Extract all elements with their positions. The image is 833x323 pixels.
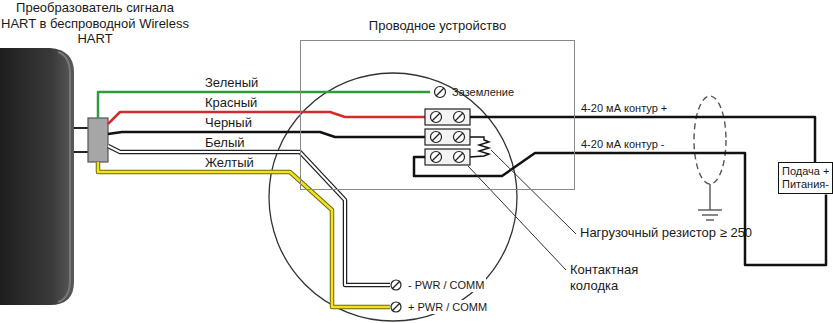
callout-label: Контактная колодка <box>570 262 662 294</box>
ground-screw <box>435 87 446 98</box>
resistor-symbol <box>470 137 489 157</box>
red-wire <box>108 112 428 124</box>
device-housing-circle <box>269 73 517 321</box>
loop-label: 4-20 мА контур + <box>579 101 669 115</box>
terminal-label: Заземление <box>452 85 514 99</box>
loop-wiring <box>414 117 575 176</box>
black-wire <box>108 132 428 137</box>
shield-ground <box>694 96 726 220</box>
wire-color-label: Желтый <box>205 156 254 170</box>
wire-color-label: Черный <box>205 116 252 130</box>
green-wire <box>98 92 430 118</box>
yellow-wire <box>98 162 390 307</box>
converter-device: Преобразователь сигнала HART в беспровод… <box>0 0 190 305</box>
wire-bundle <box>98 92 430 307</box>
wire-color-label: Зеленый <box>205 76 258 90</box>
loop-wire-connector <box>575 117 815 162</box>
node-title: Подача + Питания- <box>782 165 830 191</box>
callout-label: Нагрузочный резистор ≥ 250 <box>580 226 752 240</box>
node-title: Проводное устройство <box>300 18 575 34</box>
terminal-label: - PWR / COMM <box>406 278 486 292</box>
white-wire <box>108 146 390 285</box>
terminal-block <box>425 109 470 165</box>
loop-label: 4-20 мА контур - <box>579 137 667 151</box>
converter-body <box>0 48 108 305</box>
white-wire-outline <box>108 146 390 285</box>
node-title: Преобразователь сигнала HART в беспровод… <box>0 0 190 47</box>
pwr-comm-screws <box>391 280 401 312</box>
wired-device-box: Проводное устройство <box>300 18 575 190</box>
wire-color-label: Белый <box>205 136 245 150</box>
leader-lines <box>468 150 576 270</box>
terminal-label: + PWR / COMM <box>406 300 489 314</box>
device-enclosure <box>300 40 575 190</box>
wire-color-label: Красный <box>205 96 257 110</box>
yellow-wire-outline <box>98 162 390 307</box>
power-supply-box: Подача + Питания- <box>778 162 833 194</box>
